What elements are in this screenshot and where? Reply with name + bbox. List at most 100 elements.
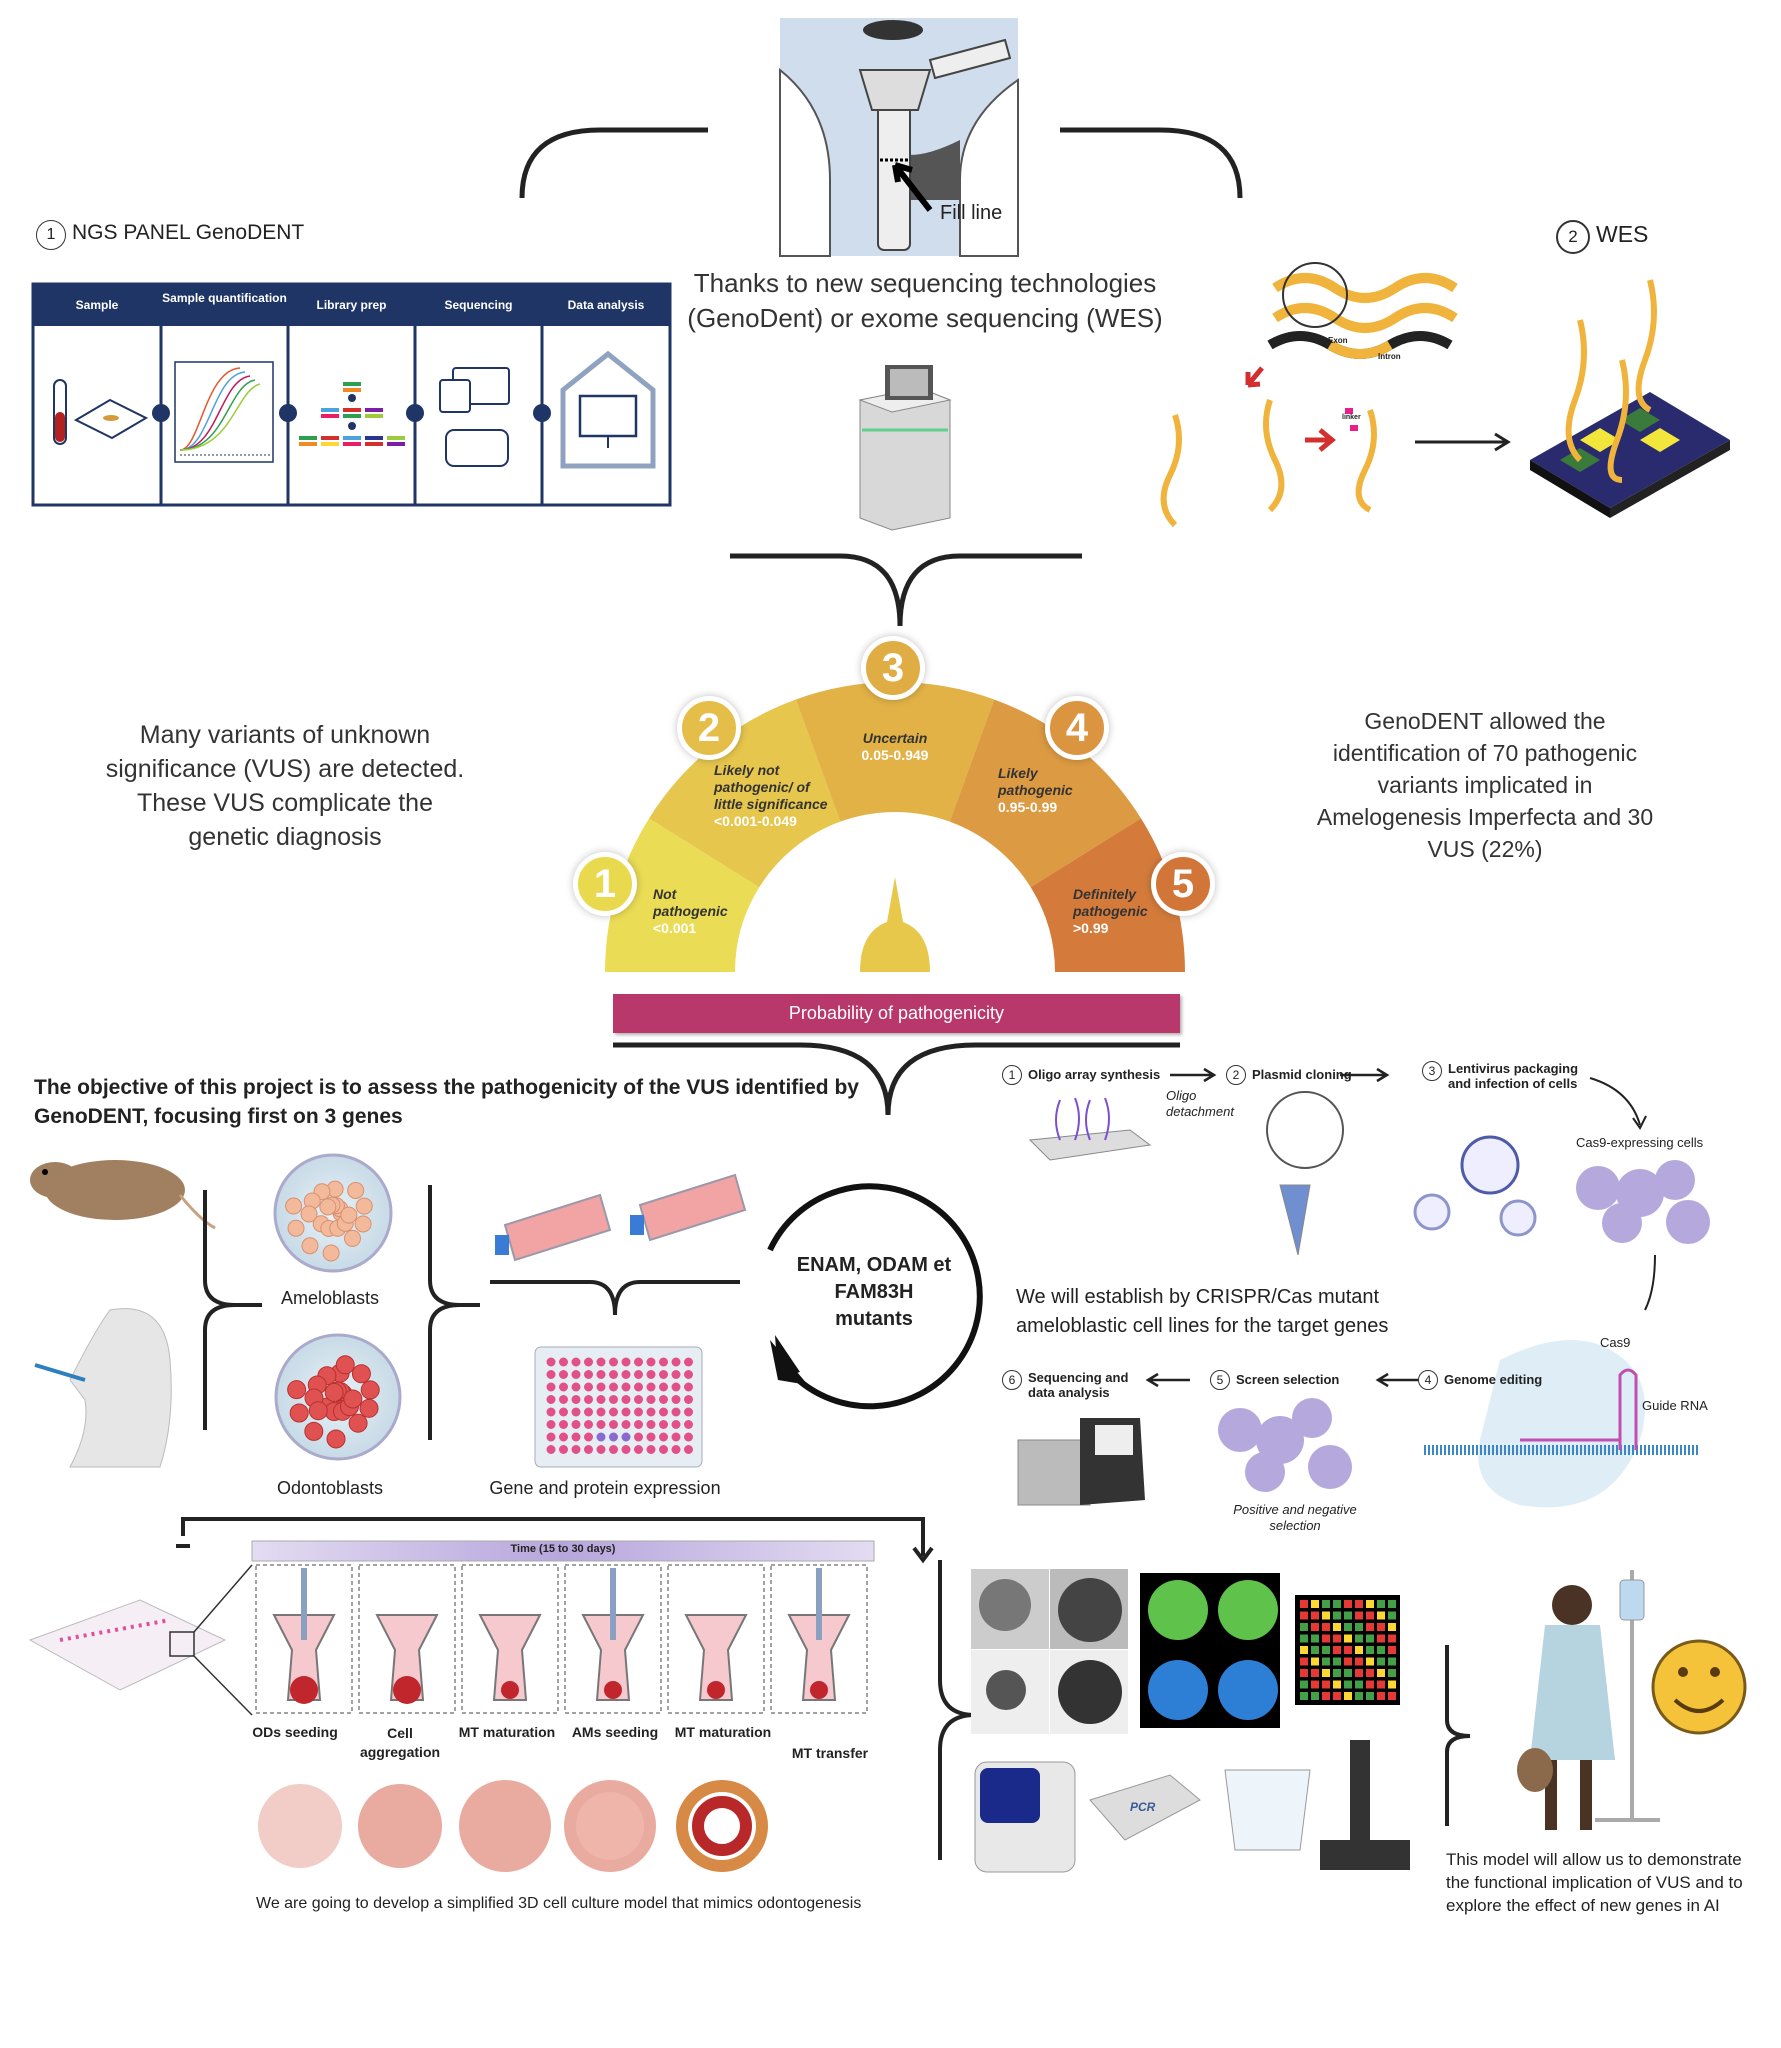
ameloblast-cell	[340, 1206, 358, 1224]
gauge-segment	[949, 699, 1141, 888]
well	[621, 1395, 631, 1404]
vus-line: Many variants of unknown	[139, 721, 431, 749]
odontoblast-cell	[326, 1429, 346, 1449]
well	[559, 1357, 568, 1367]
heatmap-cell	[1322, 1669, 1330, 1677]
heatmap-cell	[1355, 1657, 1363, 1666]
well	[646, 1445, 656, 1454]
probability-bar: Probability of pathogenicity	[613, 994, 1180, 1033]
well	[571, 1370, 581, 1379]
well	[621, 1432, 631, 1442]
heatmap-cell	[1366, 1600, 1374, 1608]
well	[546, 1407, 556, 1417]
stage-ams-seeding: AMs seeding	[571, 1724, 659, 1740]
spheroid-ring	[692, 1796, 752, 1856]
well	[646, 1420, 656, 1429]
heatmap-cell	[1322, 1692, 1330, 1700]
culture-stage-panel	[667, 1564, 765, 1714]
well	[559, 1382, 568, 1392]
heatmap-cell	[1311, 1646, 1319, 1654]
middle-brace	[730, 553, 1082, 627]
heatmap-cell	[1333, 1611, 1341, 1620]
wes-number-badge: 2	[1556, 220, 1590, 254]
patient-illustration	[1517, 1570, 1660, 1830]
well	[671, 1407, 681, 1417]
heatmap-cell	[1300, 1669, 1308, 1677]
culture-caption: We are going to develop a simplified 3D …	[256, 1895, 862, 1912]
stage-mt-transfer: MT transfer	[791, 1745, 869, 1761]
ameloblast-cell	[355, 1197, 373, 1215]
outcome-brace	[1445, 1645, 1471, 1826]
well	[584, 1357, 593, 1367]
heatmap-cell	[1344, 1657, 1352, 1666]
gauge-badge-4: 4	[1045, 696, 1109, 760]
cycle-arrow	[767, 1183, 983, 1410]
gauge-badge-2: 2	[677, 696, 741, 760]
stage-mt-maturation-1: MT maturation	[458, 1724, 556, 1740]
heatmap-cell	[1355, 1646, 1363, 1654]
heatmap-cell	[1388, 1692, 1396, 1700]
ameloblast-dish	[273, 1153, 393, 1273]
heatmap-cell	[1300, 1623, 1308, 1631]
well	[646, 1432, 656, 1442]
cas9-cells-label: Cas9-expressing cells	[1576, 1135, 1704, 1150]
vus-line: significance (VUS) are detected.	[105, 755, 465, 783]
well	[646, 1407, 656, 1417]
heatmap-cell	[1366, 1669, 1374, 1677]
well	[596, 1407, 606, 1417]
heatmap-cell	[1333, 1692, 1341, 1700]
well	[634, 1357, 643, 1367]
heatmap-cell	[1311, 1600, 1319, 1608]
odontoblast-cell	[360, 1380, 380, 1400]
gauge-needle	[860, 877, 930, 972]
well	[571, 1357, 581, 1367]
gauge-segment	[1030, 818, 1185, 972]
intron-label: Intron	[1378, 352, 1401, 361]
heatmap-cell	[1366, 1657, 1374, 1666]
microtissue	[290, 1676, 318, 1704]
well	[621, 1382, 631, 1392]
well	[571, 1382, 581, 1392]
microtissue	[393, 1676, 421, 1704]
heatmap-cell	[1388, 1600, 1396, 1608]
intro-text: Thanks to new sequencing technologies (G…	[660, 266, 1190, 336]
heatmap-cell	[1366, 1680, 1374, 1689]
heatmap-cell	[1344, 1623, 1352, 1631]
heatmap-cell	[1366, 1623, 1374, 1631]
ameloblast-cell	[301, 1237, 319, 1255]
well	[609, 1357, 618, 1367]
heatmap-cell	[1333, 1646, 1341, 1654]
heatmap-cell	[1388, 1646, 1396, 1654]
spheroid-core	[576, 1792, 644, 1860]
heatmap-cell	[1355, 1611, 1363, 1620]
sequencer-machine	[858, 365, 952, 531]
well	[596, 1395, 606, 1404]
heatmap-cell	[1366, 1634, 1374, 1643]
well	[659, 1445, 668, 1454]
heatmap-cell	[1388, 1657, 1396, 1666]
heatmap-cell	[1311, 1611, 1319, 1620]
well	[684, 1445, 693, 1454]
odontoblast-cell	[289, 1403, 309, 1423]
microscopy-images	[971, 1569, 1400, 1734]
animal-brace	[203, 1190, 262, 1430]
heatmap-cell	[1311, 1680, 1319, 1689]
vus-line: genetic diagnosis	[188, 823, 382, 851]
result-line: variants implicated in	[1377, 772, 1593, 798]
well	[546, 1357, 556, 1367]
culture-well	[272, 1614, 336, 1701]
gauge-segment	[605, 818, 760, 972]
well	[571, 1395, 581, 1404]
odontoblast-cell	[308, 1401, 328, 1421]
odontoblast-cell	[335, 1355, 355, 1375]
well	[659, 1370, 668, 1379]
